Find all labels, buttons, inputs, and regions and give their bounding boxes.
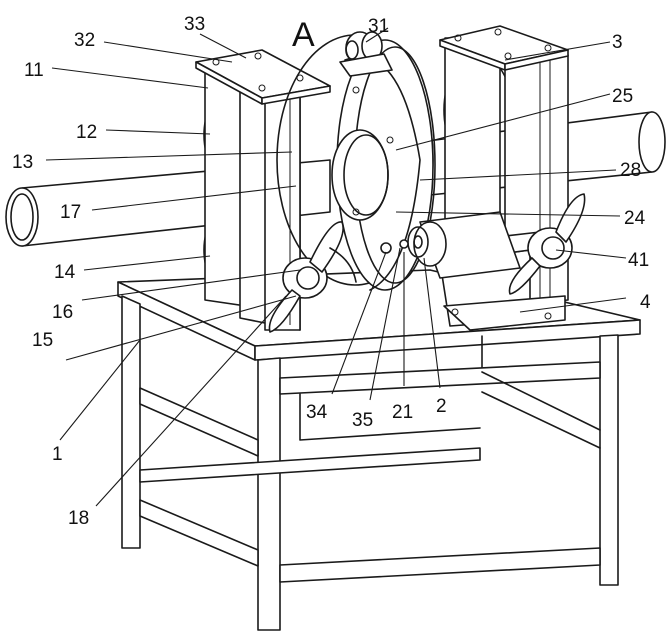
- callout-14: 14: [54, 262, 76, 283]
- callout-34: 34: [306, 402, 328, 423]
- callout-2: 2: [436, 396, 447, 417]
- view-label-a: A: [292, 16, 315, 54]
- wing-handle-right: [508, 193, 586, 295]
- callout-4: 4: [640, 292, 651, 313]
- top-guide-roller: [339, 31, 393, 77]
- callout-1: 1: [52, 444, 63, 465]
- callout-28: 28: [620, 160, 641, 181]
- callout-18: 18: [68, 508, 89, 529]
- callout-3: 3: [612, 32, 623, 53]
- callout-24: 24: [624, 208, 646, 229]
- rotating-ring-assembly: [276, 34, 436, 291]
- leader-lines: [45, 27, 627, 507]
- callout-33: 33: [184, 14, 205, 35]
- drive-roller: [407, 211, 521, 279]
- callout-11: 11: [24, 60, 44, 81]
- callout-16: 16: [52, 302, 73, 323]
- wing-handle-left: [268, 221, 357, 333]
- table-frame: [117, 269, 641, 631]
- callout-41: 41: [628, 250, 649, 271]
- callout-labels: 32 33 31 3 11 25 12 13 28 17 24 14 41 16…: [12, 14, 651, 529]
- callout-25: 25: [612, 86, 633, 107]
- callout-12: 12: [76, 122, 97, 143]
- callout-31: 31: [368, 16, 389, 37]
- callout-32: 32: [74, 30, 95, 51]
- callout-15: 15: [32, 330, 53, 351]
- callout-35: 35: [352, 410, 373, 431]
- callout-21: 21: [392, 402, 413, 423]
- callout-17: 17: [60, 202, 81, 223]
- callout-13: 13: [12, 152, 33, 173]
